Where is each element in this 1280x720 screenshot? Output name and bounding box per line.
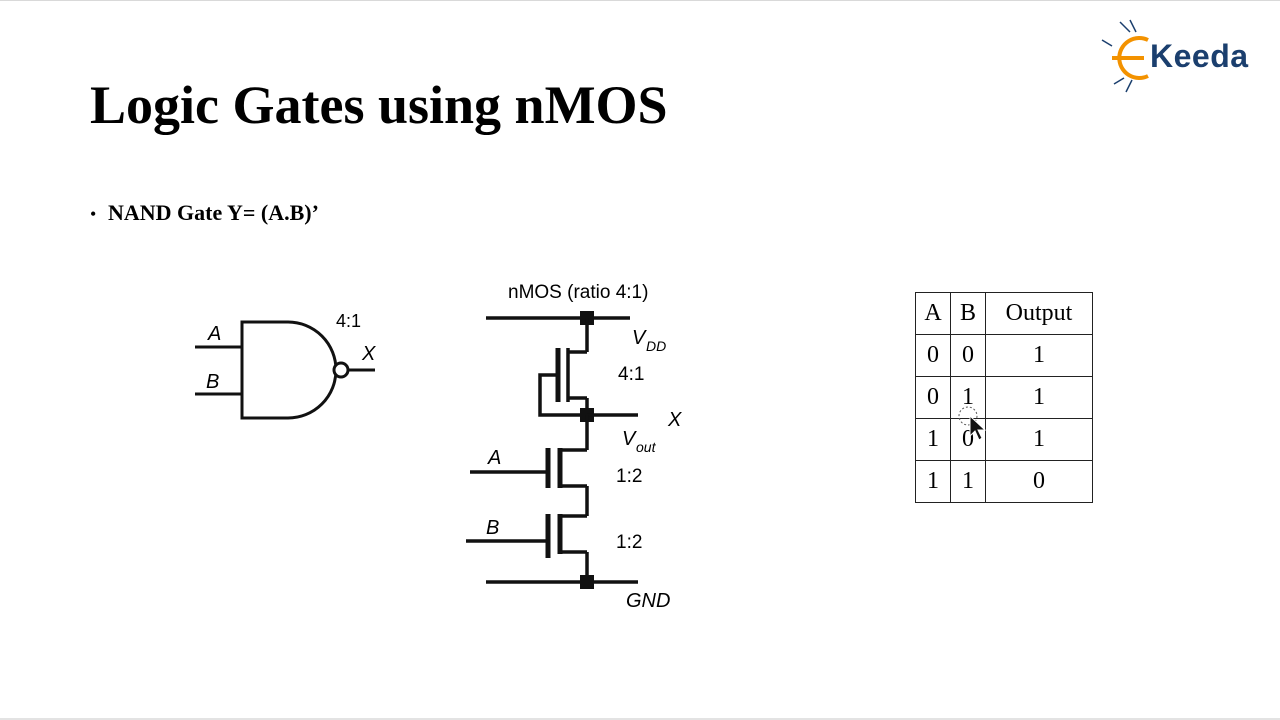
table-row: 0 1 1 [915,376,1093,419]
table-row: 1 1 0 [915,460,1093,503]
gnd-node [580,575,594,589]
truth-cell: 1 [985,418,1093,461]
truth-cell: 1 [915,460,951,503]
bottom-divider [0,718,1280,720]
gate-label-b: B [206,371,219,393]
table-row: 1 0 1 [915,418,1093,461]
gate-label-x: X [361,343,376,365]
truth-header-output: Output [985,292,1093,335]
bullet-nand: • NAND Gate Y= (A.B)’ [90,198,319,229]
truth-cell: 1 [915,418,951,461]
vout-subscript: out [636,439,657,455]
vdd-label: V [632,327,647,349]
gate-body [240,320,338,420]
gate-ratio: 4:1 [336,311,361,331]
truth-header-b: B [950,292,986,335]
truth-cell: 1 [950,376,986,419]
circuit-label-b: B [486,517,499,539]
vdd-subscript: DD [646,338,666,354]
nmos-nand-circuit: nMOS (ratio 4:1) V DD 4:1 X V out A 1:2 [466,282,682,612]
ekeeda-logo-icon [1101,19,1149,93]
truth-table-header-row: A B Output [915,292,1093,335]
gate-label-a: A [207,323,221,345]
truth-cell: 0 [985,460,1093,503]
gate-inverter-bubble [332,361,350,379]
vout-label: V [622,428,637,450]
truth-cell: 1 [985,334,1093,377]
ratio-b: 1:2 [616,532,642,553]
truth-table: A B Output 0 0 1 0 1 1 1 0 1 1 1 0 [915,292,1093,503]
slide-title: Logic Gates using nMOS [90,75,668,135]
mouse-cursor-icon [958,406,987,441]
logo-wordmark: Keeda [1150,38,1249,75]
output-label-x: X [667,409,682,431]
truth-header-a: A [915,292,951,335]
bullet-marker: • [90,204,97,224]
ratio-a: 1:2 [616,466,642,487]
gnd-label: GND [626,590,670,612]
circuit-caption: nMOS (ratio 4:1) [508,282,648,303]
nand-gate-symbol: A B 4:1 X [195,311,376,420]
truth-cell: 0 [915,334,951,377]
table-row: 0 0 1 [915,334,1093,377]
truth-cell: 1 [950,460,986,503]
circuit-label-a: A [487,447,501,469]
bullet-text: NAND Gate Y= (A.B)’ [108,200,319,225]
truth-cell: 1 [985,376,1093,419]
logo-letter-k: Keeda [1150,38,1249,74]
truth-cell: 0 [950,334,986,377]
truth-cell: 0 [915,376,951,419]
load-ratio: 4:1 [618,364,644,385]
top-divider [0,0,1280,1]
